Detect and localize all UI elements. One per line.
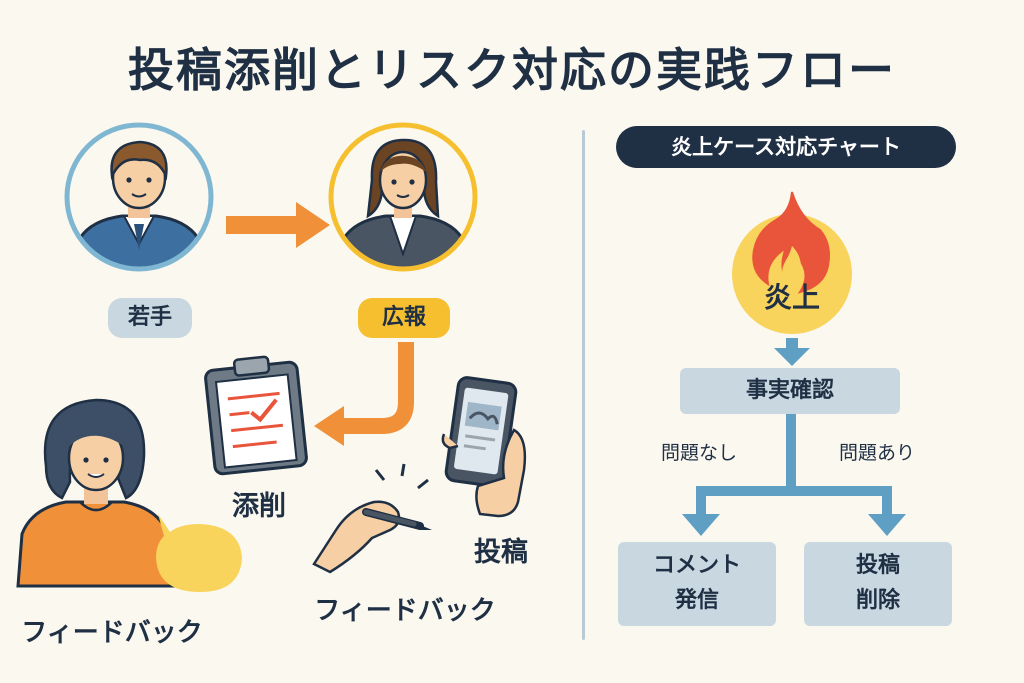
- smartphone-icon: [441, 376, 527, 518]
- post-label: 投稿: [474, 537, 528, 568]
- junior-role-badge: 若手: [108, 298, 192, 338]
- feedback-pen-label: フィードバック: [314, 596, 496, 626]
- chart-title: 炎上ケース対応チャート: [616, 126, 956, 168]
- correction-label: 添削: [232, 491, 286, 522]
- delete-outcome-line1: 投稿: [855, 553, 900, 578]
- delete-outcome-line2: 削除: [855, 588, 900, 613]
- comment-outcome-box: コメント 発信: [618, 542, 776, 626]
- clipboard-icon: [204, 355, 308, 476]
- pr-avatar: [328, 122, 478, 272]
- page-title: 投稿添削とリスク対応の実践フロー: [128, 43, 896, 97]
- junior-avatar: [64, 122, 214, 272]
- comment-outcome-line2: 発信: [674, 588, 719, 613]
- chart-title-text: 炎上ケース対応チャート: [671, 135, 901, 159]
- junior-role-label: 若手: [127, 305, 172, 330]
- branch-problem-label: 問題あり: [838, 442, 915, 464]
- correction-arrow: [314, 342, 414, 446]
- arrow-to-fact-check: [774, 338, 810, 366]
- pr-role-badge: 広報: [358, 298, 450, 338]
- speech-bubble-icon: [156, 514, 242, 592]
- handoff-arrow: [226, 202, 330, 248]
- fact-check-box: 事実確認: [680, 368, 900, 414]
- comment-outcome-line1: コメント: [652, 553, 741, 578]
- pr-role-label: 広報: [381, 305, 426, 330]
- section-divider: [582, 130, 585, 640]
- branch-no-problem-label: 問題なし: [660, 442, 737, 464]
- fire-circle: [732, 191, 852, 334]
- feedback-speech-label: フィードバック: [21, 618, 203, 648]
- fire-label: 炎上: [763, 281, 820, 314]
- fact-check-label: 事実確認: [745, 378, 834, 403]
- branch-connector: [682, 414, 906, 536]
- delete-outcome-box: 投稿 削除: [804, 542, 952, 626]
- pen-hand-icon: [312, 463, 432, 574]
- woman-avatar: [16, 398, 176, 588]
